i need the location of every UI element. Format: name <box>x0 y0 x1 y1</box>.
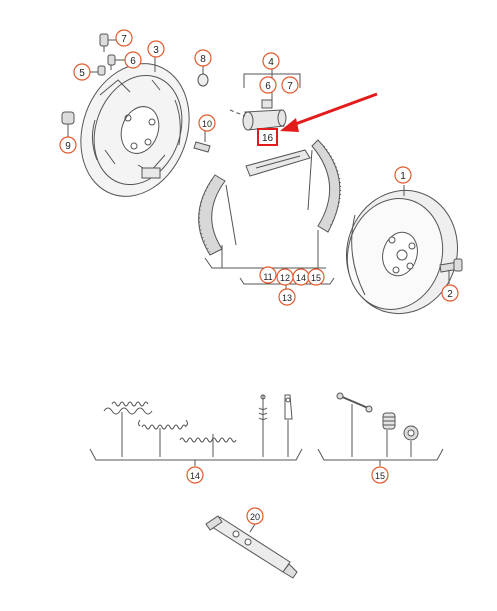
callout-10-label: 10 <box>202 119 212 129</box>
springs-icon <box>103 394 293 457</box>
callout-20-label: 20 <box>250 512 260 522</box>
callout-3-label: 3 <box>153 45 159 56</box>
callout-8 <box>194 49 212 67</box>
bleeder-screw-icon <box>97 33 116 76</box>
callout-6b <box>259 76 277 94</box>
callout-15b-label: 15 <box>375 471 385 481</box>
callout-16-label: 16 <box>262 133 274 144</box>
callout-15b <box>371 466 389 484</box>
brake-shoe-left-icon <box>198 174 237 256</box>
wheel-cylinder-icon <box>242 99 287 131</box>
callout-8-label: 8 <box>200 54 206 65</box>
callout-9-label: 9 <box>65 141 71 152</box>
highlight-box: 16 <box>257 128 278 146</box>
callout-7a-label: 7 <box>121 34 127 45</box>
pin-spring-cup-icon <box>336 392 419 457</box>
callout-4-label: 4 <box>268 57 274 68</box>
callout-7b-label: 7 <box>287 81 293 92</box>
wheel-bolt-icon <box>439 258 463 284</box>
callout-6a-label: 6 <box>130 56 136 67</box>
adjuster-strut-icon <box>245 149 311 177</box>
callout-14b <box>186 466 204 484</box>
grease-tube-icon <box>205 515 298 579</box>
callout-20 <box>246 507 264 525</box>
brake-backing-plate-icon <box>80 63 190 197</box>
brake-drum-icon <box>346 189 458 315</box>
callout-7a <box>115 29 133 47</box>
callout-5-label: 5 <box>79 68 85 79</box>
dust-cap-icon <box>197 66 209 87</box>
callout-14b-label: 14 <box>190 471 200 481</box>
callout-13 <box>278 288 296 306</box>
red-pointer-arrow-icon <box>280 92 378 132</box>
callout-2 <box>441 284 459 302</box>
callout-6a <box>124 51 142 69</box>
callout-2-label: 2 <box>447 289 453 300</box>
mounting-bolt-icon <box>193 130 211 153</box>
brake-shoe-right-icon <box>307 139 342 233</box>
callout-3 <box>147 40 165 58</box>
callout-15a <box>307 268 325 286</box>
callout-5 <box>73 63 91 81</box>
callout-12-label: 12 <box>280 273 290 283</box>
callout-1-label: 1 <box>400 171 406 182</box>
callout-13-label: 13 <box>282 293 292 303</box>
callout-9 <box>59 136 77 154</box>
callout-6b-label: 6 <box>265 81 271 92</box>
hub-nut-icon <box>61 111 75 138</box>
callout-7b <box>281 76 299 94</box>
callout-1 <box>394 166 412 184</box>
callout-11 <box>259 266 277 284</box>
callout-14a-label: 14 <box>296 273 306 283</box>
callout-10 <box>198 114 216 132</box>
callout-11-label: 11 <box>263 272 272 282</box>
callout-4 <box>262 52 280 70</box>
callout-15a-label: 15 <box>311 273 321 283</box>
